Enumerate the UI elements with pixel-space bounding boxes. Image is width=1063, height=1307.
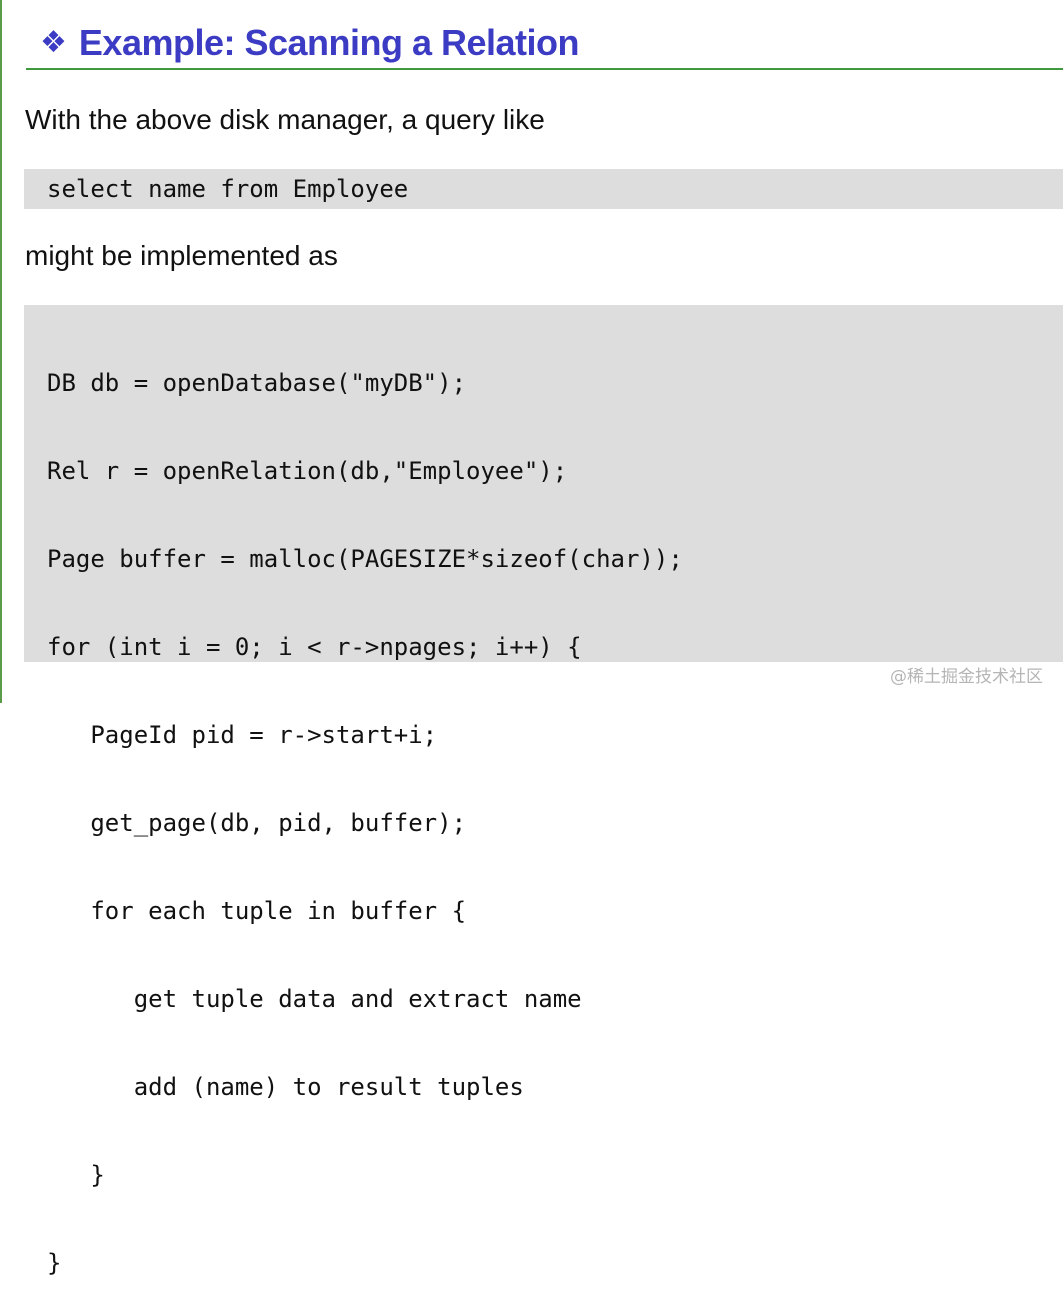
- code-line: }: [47, 1249, 62, 1277]
- title-text: Example: Scanning a Relation: [78, 22, 580, 63]
- implementation-code-block: DB db = openDatabase("myDB"); Rel r = op…: [24, 305, 1063, 1277]
- middle-paragraph: might be implemented as: [25, 240, 338, 271]
- diamond-bullet-icon: ❖: [40, 25, 67, 60]
- watermark: @稀土掘金技术社区: [890, 667, 1043, 687]
- code-line: get tuple data and extract name: [47, 985, 582, 1013]
- code-line: Rel r = openRelation(db,"Employee");: [47, 457, 568, 485]
- left-border: [0, 0, 2, 703]
- code-line: add (name) to result tuples: [47, 1073, 524, 1101]
- intro-paragraph: With the above disk manager, a query lik…: [25, 104, 545, 135]
- title-underline: [26, 68, 1063, 70]
- code-line: for (int i = 0; i < r->npages; i++) {: [47, 633, 582, 661]
- code-line: get_page(db, pid, buffer);: [47, 809, 467, 837]
- code-line: PageId pid = r->start+i;: [47, 721, 438, 749]
- slide-title: ❖ Example: Scanning a Relation: [40, 18, 580, 68]
- code-line: Page buffer = malloc(PAGESIZE*sizeof(cha…: [47, 545, 683, 573]
- code-line: }: [47, 1161, 105, 1189]
- code-line: for each tuple in buffer {: [47, 897, 467, 925]
- code-line: DB db = openDatabase("myDB");: [47, 369, 467, 397]
- query-code-block: select name from Employee: [24, 169, 1063, 209]
